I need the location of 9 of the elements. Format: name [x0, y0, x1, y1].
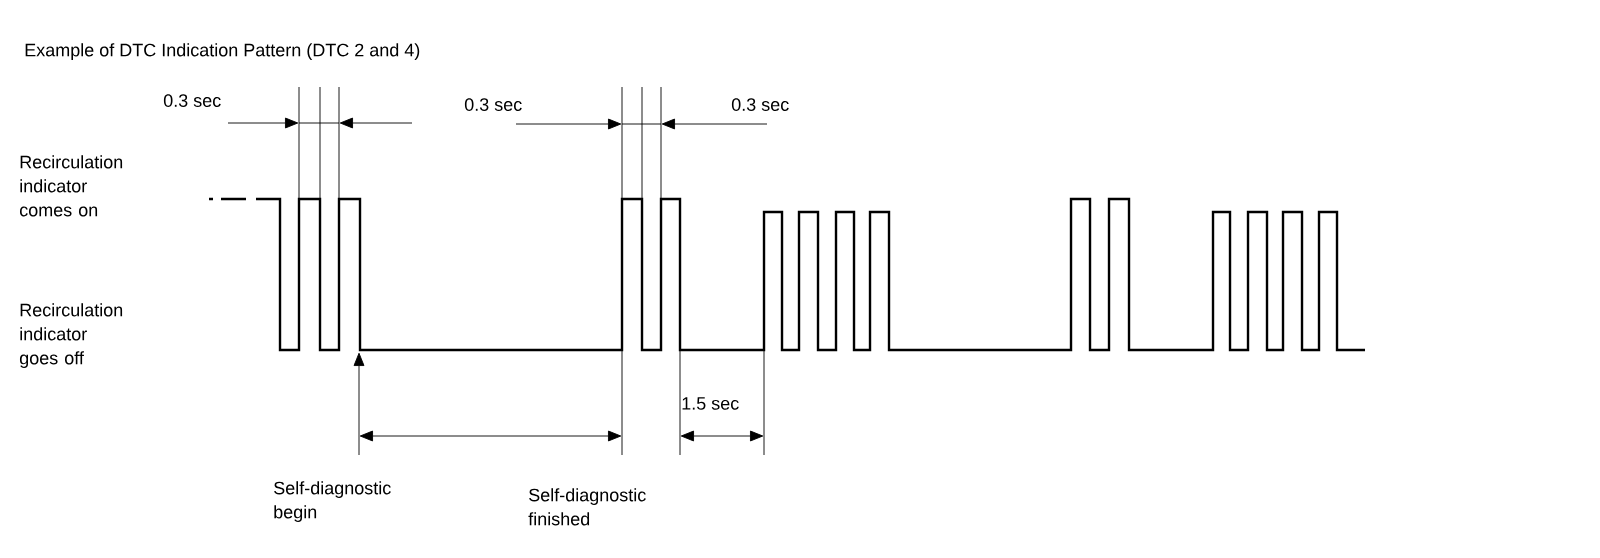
- dimension-label: 1.5 sec: [682, 397, 739, 410]
- event-label: Self-diagnostic finished: [528, 488, 646, 526]
- state-label: Recirculation indicator goes off: [19, 303, 123, 368]
- dimension-label: 0.3 sec: [731, 98, 789, 111]
- event-label: Self-diagnostic begin: [274, 481, 391, 522]
- title: Example of DTC Indication Pattern (DTC 2 and 4): [25, 43, 420, 60]
- dimension-label: 0.3 sec: [163, 94, 221, 107]
- dimension-label: 0.3 sec: [464, 98, 522, 111]
- state-label: Recirculation indicator comes on: [20, 155, 123, 217]
